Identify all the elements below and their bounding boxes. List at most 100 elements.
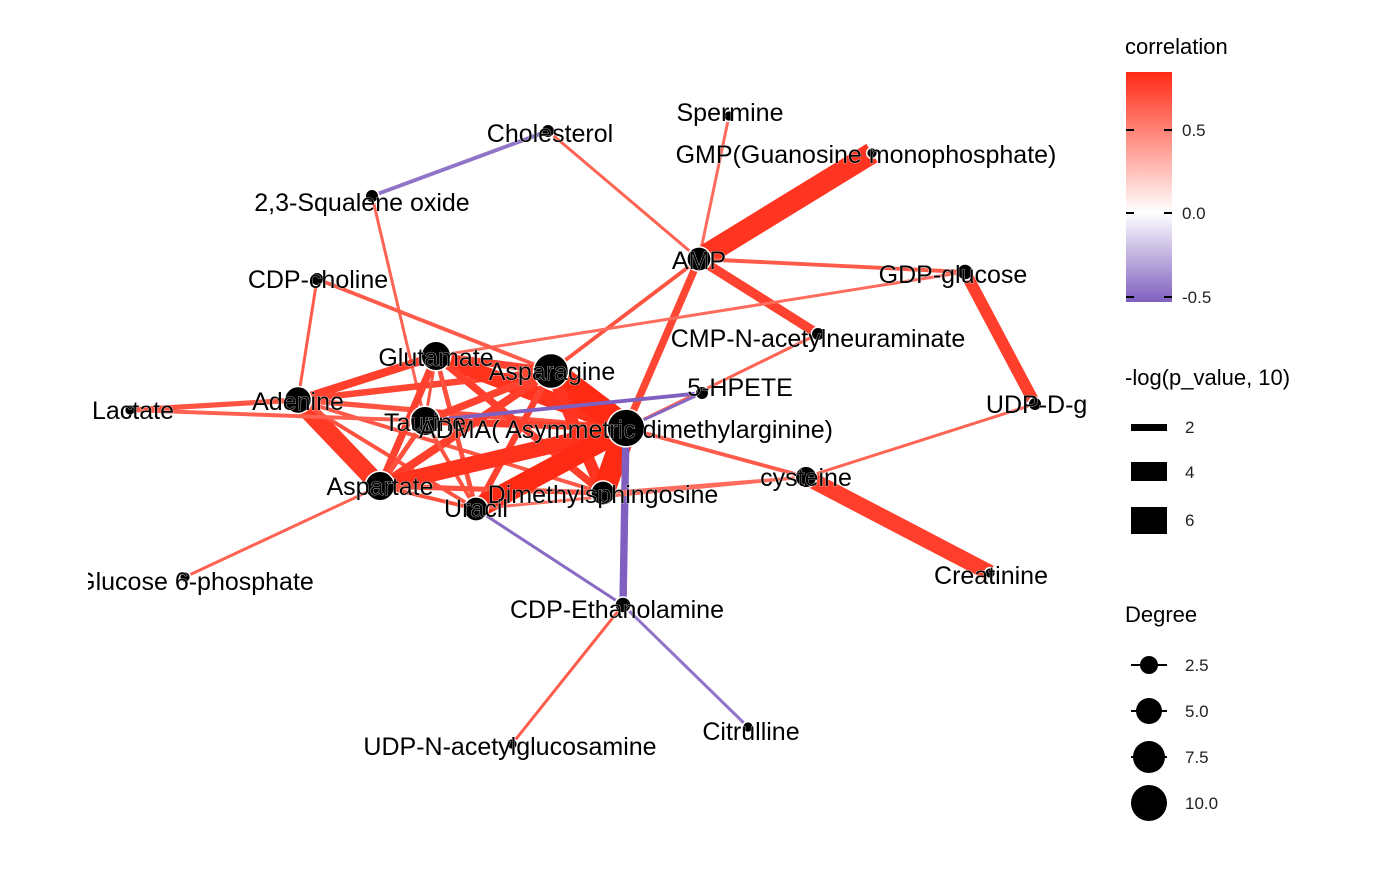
edge-glutamate-aspartate — [376, 354, 440, 488]
edge-asparagine-uracil — [473, 369, 554, 511]
edge-adma-uracil — [471, 418, 631, 519]
node-dimethylsph — [590, 480, 616, 506]
legend-colorbar — [1126, 72, 1172, 302]
edge-adma-cdpethanol — [619, 427, 630, 606]
legend-degree-label: 5.0 — [1185, 702, 1209, 721]
node-label-cdpethanol: CDP-Ethanolamine — [510, 596, 724, 624]
node-label-glucose6p: Glucose 6-phosphate — [76, 568, 314, 596]
edge-cdpcholine-adenine — [296, 278, 319, 401]
node-cysteine — [794, 465, 818, 489]
edge-gdpglucose-glutamate — [435, 270, 966, 358]
node-label-dimethylsph: Dimethylsphingosine — [488, 481, 719, 509]
node-label-cholesterol: Cholesterol — [487, 120, 613, 148]
node-glutamate — [420, 340, 452, 372]
node-label-cmp: CMP-N-acetylneuraminate — [671, 325, 966, 353]
legend-degree-label: 10.0 — [1185, 794, 1218, 813]
node-label-adenine: Adenine — [252, 388, 344, 416]
node-label-aspartate: Aspartate — [326, 473, 433, 501]
legend-correlation: correlation 0.5 0.0 -0.5 — [1125, 34, 1228, 307]
edge-aspartate-adma — [378, 420, 628, 494]
node-cdpcholine — [309, 271, 325, 287]
edge-squalene-cholesterol — [371, 129, 549, 198]
node-gmp — [865, 146, 879, 160]
node-label-cdpcholine: CDP-choline — [248, 266, 388, 294]
legend-pvalue-label: 6 — [1185, 511, 1194, 530]
edge-cdpethanol-udpnacetyl — [510, 604, 625, 745]
edge-taurine-adma — [424, 417, 627, 432]
legend-pvalue-label: 2 — [1185, 418, 1194, 437]
node-label-adma: ADMA( Asymmetric dimethylarginine) — [419, 416, 833, 444]
legend-degree-circle — [1133, 741, 1165, 773]
node-label-creatinine: Creatinine — [934, 562, 1048, 590]
node-asparagine — [532, 352, 570, 390]
legend-correlation-tick: 0.0 — [1182, 204, 1206, 223]
legend-degree-circle — [1136, 698, 1162, 724]
node-label-cysteine: cysteine — [760, 464, 852, 492]
edge-amp-asparagine — [549, 257, 701, 373]
edge-uracil-cysteine — [475, 475, 807, 511]
node-cdpethanol — [614, 596, 632, 614]
edge-taurine-hpete — [424, 391, 703, 423]
edge-cholesterol-amp — [547, 129, 700, 261]
node-label-taurine: Taurine — [384, 409, 466, 437]
legend-degree-circle — [1131, 785, 1167, 821]
edge-gdpglucose-udpdglucu — [959, 269, 1041, 407]
legend-degree-label: 2.5 — [1185, 656, 1209, 675]
edge-spermine-amp — [697, 115, 731, 260]
node-label-spermine: Spermine — [677, 99, 784, 127]
node-label-udpdglucu: UDP-D-glucuronate — [986, 391, 1204, 419]
node-label-gdpglucose: GDP-glucose — [879, 261, 1028, 289]
edge-uracil-cdpethanol — [475, 507, 624, 607]
edge-adma-cysteine — [625, 426, 807, 479]
legend-pvalue-title: -log(p_value, 10) — [1125, 365, 1290, 390]
node-label-squalene: 2,3-Squalene oxide — [254, 189, 469, 217]
node-uracil — [463, 496, 489, 522]
node-squalene — [364, 188, 380, 204]
edge-gmp-amp — [693, 143, 878, 269]
node-label-gmp: GMP(Guanosine monophosphate) — [676, 141, 1057, 169]
edge-aspartate-glucose6p — [184, 484, 381, 579]
edge-asparagine-aspartate — [377, 367, 554, 490]
edge-amp-cmp — [696, 254, 821, 339]
node-adenine — [283, 385, 313, 415]
node-lactate — [123, 403, 137, 417]
node-label-asparagine: Asparagine — [489, 358, 615, 386]
legend-pvalue-key — [1131, 462, 1167, 481]
edge-amp-gdpglucose — [698, 257, 966, 274]
node-gdpglucose — [956, 263, 974, 281]
legend-pvalue-key — [1131, 424, 1167, 431]
edge-cysteine-creatinine — [802, 469, 994, 581]
node-cmp — [810, 326, 826, 342]
node-taurine — [409, 405, 441, 437]
edge-asparagine-taurine — [423, 367, 553, 425]
node-citrulline — [741, 720, 755, 734]
node-udpdglucu — [1027, 396, 1043, 412]
node-adma — [606, 408, 646, 448]
edge-adenine-aspartate — [291, 393, 387, 493]
node-aspartate — [364, 470, 396, 502]
node-amp — [686, 246, 712, 272]
node-label-citrulline: Citrulline — [702, 718, 799, 746]
node-label-glutamate: Glutamate — [378, 344, 493, 372]
edge-cdpcholine-asparagine — [316, 277, 552, 373]
edge-lactate-adenine — [129, 397, 299, 413]
legend-degree-label: 7.5 — [1185, 748, 1209, 767]
legend-degree: Degree 2.5 5.0 7.5 10.0 — [1125, 602, 1218, 821]
edge-cdpethanol-citrulline — [621, 603, 750, 729]
node-label-udpnacetyl: UDP-N-acetylglucosamine — [363, 733, 656, 761]
node-label-lactate: Lactate — [92, 397, 174, 425]
legend-correlation-tick: 0.5 — [1182, 121, 1206, 140]
legend-degree-circle — [1140, 656, 1158, 674]
legend-pvalue-label: 4 — [1185, 463, 1194, 482]
node-cholesterol — [540, 123, 556, 139]
node-hpete — [694, 385, 710, 401]
edge-aspartate-uracil — [379, 484, 477, 511]
node-label-hpete: 5-HPETE — [687, 374, 793, 402]
edge-adenine-glutamate — [296, 352, 438, 404]
legend-correlation-tick: -0.5 — [1182, 288, 1211, 307]
node-glucose6p — [178, 570, 192, 584]
edge-cysteine-udpdglucu — [805, 402, 1036, 479]
legend-correlation-title: correlation — [1125, 34, 1228, 59]
legend-pvalue-key — [1131, 507, 1167, 534]
